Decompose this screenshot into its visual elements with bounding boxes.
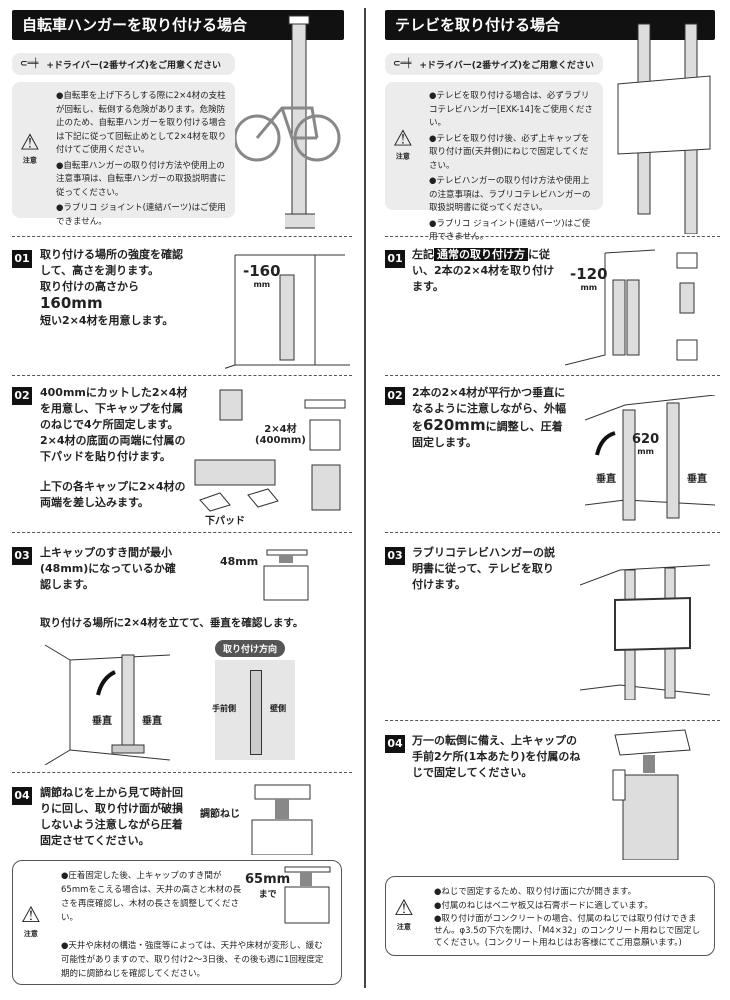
step-number: 03: [385, 547, 405, 565]
column-divider: [364, 8, 366, 988]
max-gap-diagram: [284, 866, 331, 924]
caution-box: ⚠注意 ●自転車を上げ下ろしする際に2×4材の支柱が回転し、転倒する危険がありま…: [12, 82, 235, 227]
divider: [385, 720, 720, 721]
upper-cap-diagram: [263, 549, 309, 601]
divider: [12, 532, 352, 533]
two-lumber-diagram: [565, 249, 698, 366]
left-section-title: 自転車ハンガーを取り付ける場合: [12, 10, 344, 40]
caution-item: ●テレビを取り付ける場合は、必ずラブリコテレビハンガー[EXK-14]をご使用く…: [429, 91, 593, 128]
step-number: 02: [12, 387, 32, 405]
step-4-text: 調節ねじを上から見て時計回りに回し、取り付け面が破損しないよう注意しながら圧着固…: [40, 786, 183, 847]
warning-icon: ⚠注意: [21, 902, 41, 938]
bike-stand-illustration: [285, 15, 315, 229]
driver-requirement: ⊂═╪ +ドライバー(2番サイズ)をご用意ください: [385, 53, 603, 75]
wall-side-label: 壁側: [270, 704, 286, 713]
tv-mounted-diagram: [580, 564, 711, 700]
divider: [12, 375, 352, 376]
divider: [385, 375, 720, 376]
adjust-screw-label: 調節ねじ: [200, 809, 240, 820]
note-item: ●付属のねじはベニヤ板又は石膏ボードに適しています。: [434, 901, 653, 911]
note-item: ●ねじで固定するため、取り付け面に穴が開きます。: [434, 887, 637, 897]
direction-badge: 取り付け方向: [215, 640, 286, 657]
caution-item: ●テレビハンガーの取り付け方法や使用上の注意事項は、ラブリコテレビハンガーの取扱…: [429, 176, 591, 213]
pad-label: 下パッド: [205, 516, 245, 527]
caution-item: ●ラブリコ ジョイント(連結パーツ)はご使用できません。: [429, 218, 591, 243]
step-number: 03: [12, 547, 32, 565]
vertical-label: 垂直: [596, 474, 616, 485]
lower-cap-diagram: [194, 389, 346, 512]
caution-item: ●テレビを取り付け後、必ず上キャップを取り付け面(天井側)にねじで固定してくださ…: [429, 133, 590, 171]
step-number: 02: [385, 387, 405, 405]
step-number: 04: [12, 787, 32, 805]
step-3-text: 上キャップのすき間が最小(48mm)になっているか確認します。: [40, 546, 176, 591]
warning-icon: ⚠注意: [394, 896, 414, 932]
screwdriver-icon: ⊂═╪: [20, 59, 39, 69]
note-box: ⚠注意 ●ねじで固定するため、取り付け面に穴が開きます。 ●付属のねじはベニヤ板又…: [385, 876, 715, 956]
right-section-title: テレビを取り付ける場合: [385, 10, 715, 40]
step-2-text: 2本の2×4材が平行かつ垂直になるように注意しながら、外幅を620mmに調整し、…: [412, 386, 566, 449]
vertical-label: 垂直: [687, 474, 707, 485]
gap-dimension: 48mm: [220, 555, 259, 568]
step-3-text: ラブリコテレビハンガーの説明書に従って、テレビを取り付けます。: [412, 546, 555, 591]
divider: [385, 236, 720, 237]
warning-icon: ⚠注意: [20, 130, 40, 165]
note-item: ●圧着固定した後、上キャップのすき間が65mmをこえる場合は、天井の高さと木材の…: [61, 871, 242, 923]
step-4-text: 万一の転倒に備え、上キャップの手前2ケ所(1本あたり)を付属のねじで固定してくだ…: [412, 734, 581, 779]
step-number: 01: [12, 250, 32, 268]
caution-box: ⚠注意 ●テレビを取り付ける場合は、必ずラブリコテレビハンガー[EXK-14]を…: [385, 82, 603, 242]
front-side-label: 手前側: [212, 704, 236, 713]
screw-fix-diagram: [612, 729, 691, 860]
note-item: ●取り付け面がコンクリートの場合、付属のねじでは取り付けできません。φ3.5の下…: [434, 914, 701, 948]
note-item: ●天井や床材の構造・強度等によっては、天井や床材が変形し、緩む可能性がありますの…: [61, 941, 324, 979]
screwdriver-icon: ⊂═╪: [393, 59, 412, 69]
step-number: 04: [385, 735, 405, 753]
step-2-text: 400mmにカットした2×4材を用意し、下キャップを付属のねじで4ケ所固定します…: [40, 386, 188, 509]
step-1-text: 左記通常の取り付け方に従い、2本の2×4材を取り付けます。: [412, 248, 555, 293]
warning-icon: ⚠注意: [393, 126, 413, 161]
lumber-label: 2×4材(400mm): [255, 424, 306, 446]
divider: [12, 236, 352, 237]
tv-stand-illustration: [617, 23, 711, 234]
note-box: ⚠注意 ●圧着固定した後、上キャップのすき間が65mmをこえる場合は、天井の高さ…: [12, 860, 342, 985]
step-3-instruction: 取り付ける場所に2×4材を立てて、垂直を確認します。: [40, 617, 304, 629]
parallel-lumber-diagram: [585, 395, 716, 521]
caution-item: ●自転車ハンガーの取り付け方法や使用上の注意事項は、自転車ハンガーの取扱説明書に…: [56, 160, 227, 198]
caution-item: ●自転車を上げ下ろしする際に2×4材の支柱が回転し、転倒する危険があります。危険…: [56, 91, 227, 155]
divider: [385, 532, 720, 533]
driver-text: +ドライバー(2番サイズ)をご用意ください: [419, 60, 594, 71]
caution-item: ●ラブリコ ジョイント(連結パーツ)はご使用できません。: [56, 203, 226, 227]
divider: [12, 772, 352, 773]
bicycle-icon: [233, 106, 341, 162]
direction-diagram: [215, 660, 295, 760]
adjust-screw-diagram: [251, 784, 313, 855]
driver-text: +ドライバー(2番サイズ)をご用意ください: [46, 60, 221, 71]
driver-requirement: ⊂═╪ +ドライバー(2番サイズ)をご用意ください: [12, 53, 235, 75]
vertical-label: 垂直: [142, 716, 162, 727]
vertical-check-diagram: [44, 644, 171, 765]
step-number: 01: [385, 250, 405, 268]
vertical-label: 垂直: [92, 716, 112, 727]
room-height-diagram: [225, 254, 350, 369]
